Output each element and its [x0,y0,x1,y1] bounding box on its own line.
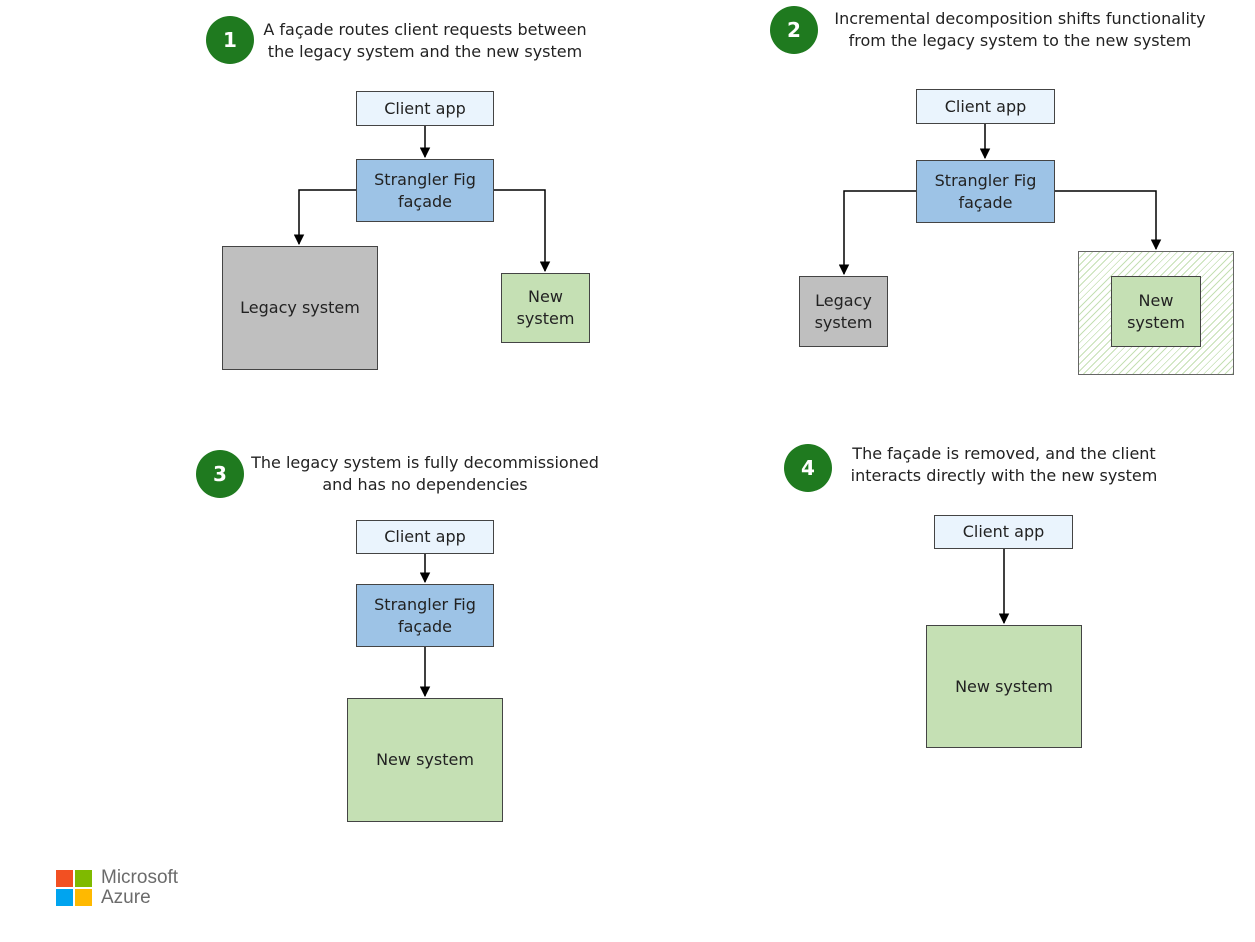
step-2-legacy-system-label-line2: system [814,312,873,332]
step-3-caption-line1: The legacy system is fully decommissione… [251,453,599,472]
step-4-new-system-label: New system [955,676,1053,696]
step-2-caption-line2: from the legacy system to the new system [848,31,1192,50]
step-3-caption-line2: and has no dependencies [322,475,528,494]
step-1-legacy-system-box: Legacy system [222,246,378,370]
step-1-client-app-box: Client app [356,91,494,126]
step-2-new-system-growth-area [1078,251,1234,375]
step-1-new-system-box: New system [501,273,590,343]
step-4-new-system-box: New system [926,625,1082,748]
step-3-client-app-label: Client app [384,527,466,546]
step-4-client-app-box: Client app [934,515,1073,549]
logo-square-red [56,870,73,887]
step-4-badge: 4 [784,444,832,492]
arrow-1-facade-to-new [493,189,551,273]
step-1-badge: 1 [206,16,254,64]
step-4-client-app-label: Client app [962,522,1045,541]
step-2-caption: Incremental decomposition shifts functio… [815,8,1225,52]
step-2-legacy-system-box: Legacy system [799,276,888,347]
step-2-new-system-label-line2: system [1127,312,1185,332]
step-1-caption-line2: the legacy system and the new system [267,42,583,61]
step-2-legacy-system-label-line1: Legacy [815,290,872,310]
step-4-caption: The façade is removed, and the client in… [838,443,1170,487]
step-1-facade-label-line2: façade [397,191,453,211]
step-1-facade-label-line1: Strangler Fig [374,169,476,189]
step-2-new-system-box: New system [1111,276,1201,347]
step-1-facade-box: Strangler Fig façade [356,159,494,222]
step-1-new-system-label-line1: New [528,287,563,306]
step-3-facade-label-line2: façade [397,616,453,636]
step-1-caption-line1: A façade routes client requests between [263,20,587,39]
step-2-facade-box: Strangler Fig façade [916,160,1055,223]
step-3-client-app-box: Client app [356,520,494,554]
step-2-client-app-label: Client app [944,96,1027,116]
step-4-caption-line1: The façade is removed, and the client [852,444,1156,463]
arrow-2-facade-to-new [1054,190,1162,251]
logo-line2: Azure [101,887,151,908]
step-2-new-system-label-line1: New [1138,290,1174,310]
step-3-caption: The legacy system is fully decommissione… [240,452,610,496]
step-4-caption-line2: interacts directly with the new system [850,466,1158,485]
logo-square-yellow [75,889,92,906]
step-3-facade-box: Strangler Fig façade [356,584,494,647]
logo-square-green [75,870,92,887]
microsoft-azure-logo: Microsoft Azure [56,868,178,908]
step-2-badge: 2 [770,6,818,54]
microsoft-logo-icon [56,870,92,906]
step-2-caption-line1: Incremental decomposition shifts functio… [834,9,1206,28]
step-1-new-system-label-line2: system [516,309,575,328]
step-3-new-system-box: New system [347,698,503,822]
step-1-caption: A façade routes client requests between … [250,19,600,63]
logo-square-blue [56,889,73,906]
arrow-2-facade-to-legacy [838,190,917,276]
arrow-1-facade-to-legacy [293,189,356,246]
logo-line1: Microsoft [101,867,179,888]
step-1-legacy-system-label: Legacy system [240,298,360,317]
step-2-facade-label-line2: façade [958,192,1013,212]
logo-wordmark: Microsoft Azure [101,868,178,908]
step-3-facade-label-line1: Strangler Fig [374,594,476,614]
step-2-facade-label-line1: Strangler Fig [934,170,1037,190]
step-3-badge: 3 [196,450,244,498]
step-1-client-app-label: Client app [384,98,466,118]
step-3-new-system-label: New system [376,750,474,769]
step-2-client-app-box: Client app [916,89,1055,124]
